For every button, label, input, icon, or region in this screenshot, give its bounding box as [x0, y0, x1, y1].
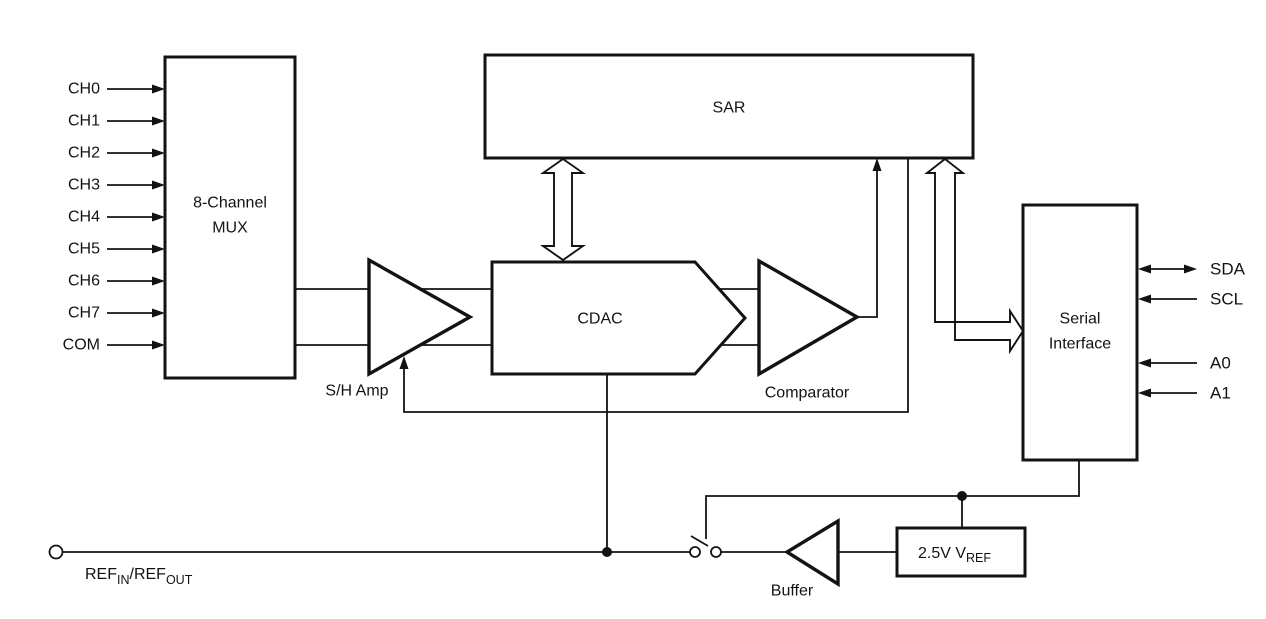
mux-label-line2: MUX — [212, 220, 248, 237]
channel-input-ch5: CH5 — [68, 241, 165, 258]
mux-block: 8-Channel MUX — [163, 55, 297, 380]
arrowhead-right-icon — [152, 212, 165, 222]
serial-interface-block: Serial Interface — [1021, 203, 1139, 462]
sh-amp-triangle-icon — [367, 257, 474, 377]
sh-amp-block: S/H Amp — [325, 257, 474, 400]
channel-label-ch6: CH6 — [68, 273, 100, 290]
mux-box — [163, 55, 297, 380]
mux-label-line1: 8-Channel — [193, 195, 267, 212]
arrowhead-right-icon — [152, 244, 165, 254]
ref-terminal-icon — [48, 544, 64, 560]
ref-control-path — [705, 460, 1080, 539]
switch-lever-icon — [690, 535, 709, 547]
comparator-label: Comparator — [765, 385, 850, 402]
buffer-block: Buffer — [721, 517, 897, 600]
vref-label-sub: REF — [966, 551, 991, 565]
vref-label-main: 2.5V V — [918, 545, 966, 562]
arrowhead-right-icon — [152, 180, 165, 190]
channel-label-ch3: CH3 — [68, 177, 100, 194]
ref-rail: REFIN/REFOUT — [48, 544, 690, 587]
pin-label-a0: A0 — [1210, 354, 1231, 373]
channel-label-ch0: CH0 — [68, 81, 100, 98]
sar-cdac-bus-arrow-icon — [539, 157, 587, 262]
vref-box — [895, 526, 1027, 578]
channel-input-ch2: CH2 — [68, 145, 165, 162]
ref-label-main1: REF — [85, 566, 117, 583]
channel-input-com: COM — [63, 337, 165, 354]
channel-label-ch1: CH1 — [68, 113, 100, 130]
serial-to-switch-wire — [705, 460, 1080, 539]
sar-to-shamp-feedback — [399, 158, 909, 413]
arrowhead-right-icon — [152, 340, 165, 350]
pin-scl: SCL — [1138, 290, 1243, 309]
ref-pin-label: REFIN/REFOUT — [85, 566, 193, 587]
pin-sda: SDA — [1138, 260, 1246, 279]
serial-interface-label-line1: Serial — [1060, 311, 1101, 328]
cdac-block: CDAC — [490, 260, 748, 376]
arrowhead-up-icon — [872, 158, 882, 171]
sar-serial-bus-arrow-icon — [924, 157, 1025, 355]
channel-input-ch3: CH3 — [68, 177, 165, 194]
switch-contact-left-icon — [689, 546, 701, 558]
switch-contact-right-icon — [710, 546, 722, 558]
channel-input-ch6: CH6 — [68, 273, 165, 290]
pin-label-a1: A1 — [1210, 384, 1231, 403]
arrowhead-left-icon — [1138, 358, 1151, 368]
vref-block: 2.5V VREF — [895, 526, 1027, 578]
arrowhead-right-icon — [152, 276, 165, 286]
cdac-label: CDAC — [577, 311, 622, 328]
comparator-to-sar-wire — [855, 158, 882, 318]
ref-label-sub2: OUT — [166, 573, 193, 587]
channel-label-ch4: CH4 — [68, 209, 100, 226]
sar-box — [483, 53, 975, 160]
channel-input-ch1: CH1 — [68, 113, 165, 130]
ref-switch — [689, 535, 722, 558]
channel-label-ch7: CH7 — [68, 305, 100, 322]
sar-label: SAR — [713, 100, 746, 117]
arrowhead-left-icon — [1138, 294, 1151, 304]
channel-label-com: COM — [63, 337, 100, 354]
comparator-block: Comparator — [757, 258, 861, 402]
arrowhead-right-icon — [152, 116, 165, 126]
ref-label-sub1: IN — [117, 573, 130, 587]
channel-input-ch4: CH4 — [68, 209, 165, 226]
feedback-wire — [403, 158, 909, 413]
comparator-triangle-icon — [757, 258, 861, 377]
sar-block: SAR — [483, 53, 975, 160]
channel-label-ch2: CH2 — [68, 145, 100, 162]
arrowhead-right-icon — [152, 84, 165, 94]
arrowhead-up-icon — [399, 356, 409, 369]
cdac-shape — [490, 260, 748, 376]
arrowhead-right-icon — [1184, 264, 1197, 274]
pin-a1: A1 — [1138, 384, 1231, 403]
ref-label-main2: /REF — [130, 566, 167, 583]
channel-input-ch0: CH0 — [68, 81, 165, 98]
serial-interface-label-line2: Interface — [1049, 336, 1111, 353]
serial-interface-box — [1021, 203, 1139, 462]
channel-input-ch7: CH7 — [68, 305, 165, 322]
arrowhead-left-icon — [1138, 388, 1151, 398]
arrowhead-right-icon — [152, 308, 165, 318]
junction-dot — [602, 547, 612, 557]
pin-label-sda: SDA — [1210, 260, 1246, 279]
buffer-triangle-icon — [783, 517, 840, 588]
arrowhead-left-icon — [1138, 264, 1151, 274]
comparator-output-wire — [855, 164, 878, 318]
vref-label: 2.5V VREF — [918, 545, 991, 565]
pin-label-scl: SCL — [1210, 290, 1243, 309]
sh-amp-label: S/H Amp — [325, 383, 388, 400]
buffer-label: Buffer — [771, 583, 814, 600]
arrowhead-right-icon — [152, 148, 165, 158]
pin-a0: A0 — [1138, 354, 1231, 373]
channel-label-ch5: CH5 — [68, 241, 100, 258]
